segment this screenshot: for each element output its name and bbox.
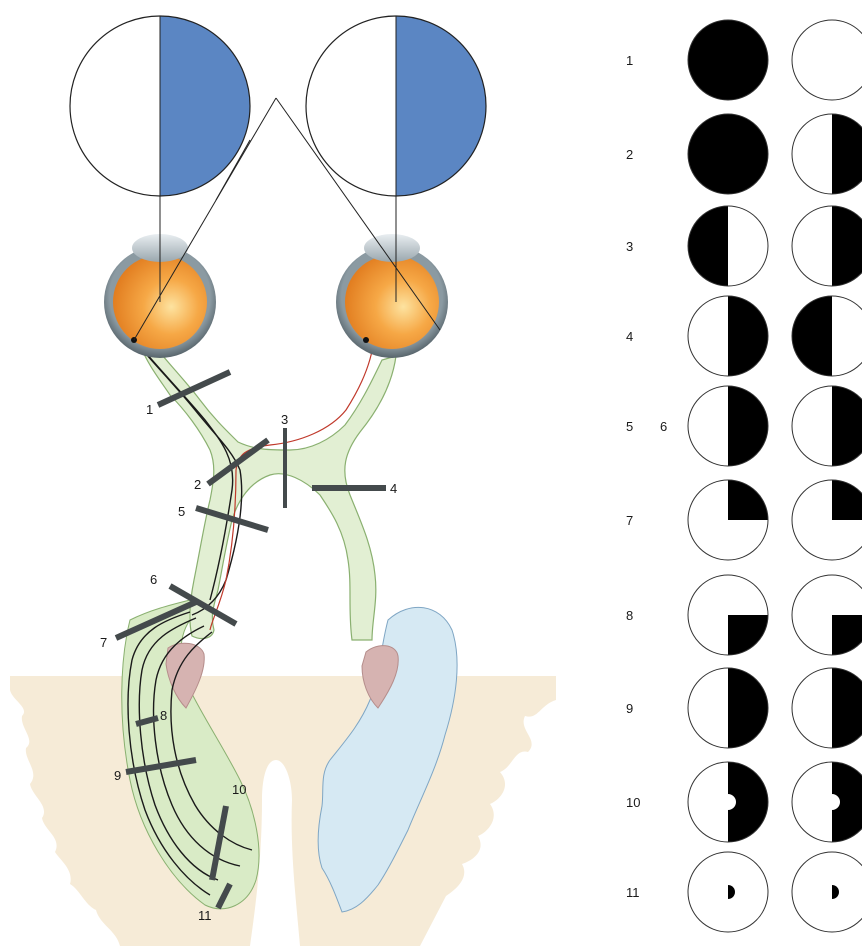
lgn-left <box>165 642 205 709</box>
right-eye-field-circle <box>791 479 862 561</box>
lesion-bar-5 <box>195 505 269 533</box>
deficit-row-label: 10 <box>626 795 640 810</box>
lesion-label-9: 9 <box>114 768 121 783</box>
deficit-row-label: 8 <box>626 608 633 623</box>
lesion-label-11: 11 <box>198 908 212 923</box>
right-eye-field-circle <box>791 574 862 656</box>
lesion-label-4: 4 <box>390 481 397 496</box>
deficit-row-label-extra: 6 <box>660 419 667 434</box>
lesion-bar-2 <box>206 437 270 487</box>
lesion-label-2: 2 <box>194 477 201 492</box>
deficit-row-label: 7 <box>626 513 633 528</box>
right-eye-field-circle <box>791 113 862 195</box>
projection-lines <box>133 97 441 341</box>
deficit-row-label: 3 <box>626 239 633 254</box>
lesion-label-10: 10 <box>232 782 246 797</box>
deficit-row: 9 <box>626 667 862 749</box>
right-visual-field-circle-icon <box>305 15 487 197</box>
lesion-label-7: 7 <box>100 635 107 650</box>
left-eye-field-circle <box>687 574 769 656</box>
deficit-row-label: 4 <box>626 329 633 344</box>
deficit-row-label: 9 <box>626 701 633 716</box>
left-eye-field-circle <box>687 851 769 933</box>
lesion-bar-11 <box>215 882 233 910</box>
left-eye-field-circle <box>687 205 769 287</box>
deficit-row: 11 <box>626 851 862 933</box>
lesion-label-3: 3 <box>281 412 288 427</box>
right-eye-field-circle <box>791 667 862 749</box>
deficit-row: 2 <box>626 113 862 195</box>
left-eye-field-circle <box>687 761 769 843</box>
right-eye-field-circle <box>791 851 862 933</box>
lesion-bar-6 <box>168 583 238 627</box>
left-eye-field-circle <box>687 667 769 749</box>
left-eye-field-circle <box>687 385 769 467</box>
optic-chiasm-and-tracts <box>139 339 397 641</box>
lesion-bar-10 <box>209 805 229 881</box>
cortex-region <box>10 676 556 946</box>
deficit-row: 1 <box>626 19 862 101</box>
lesion-bar-8 <box>135 715 159 727</box>
deficit-row-label: 2 <box>626 147 633 162</box>
deficit-row: 4 <box>626 295 862 377</box>
lesion-label-8: 8 <box>160 708 167 723</box>
lesion-labels: 1 2 3 4 5 6 7 8 9 10 11 <box>100 402 397 923</box>
right-optic-radiation <box>317 606 458 913</box>
lgn-right <box>361 645 399 709</box>
lesion-label-1: 1 <box>146 402 153 417</box>
right-eyeball-icon <box>336 234 448 358</box>
deficit-row: 3 <box>626 205 862 287</box>
left-visual-field-circle-icon <box>69 15 251 197</box>
crossing-fiber-red <box>209 337 375 631</box>
right-eye-field-circle <box>791 295 862 377</box>
lesion-bar-1 <box>156 369 232 408</box>
lesion-label-5: 5 <box>178 504 185 519</box>
deficit-row: 10 <box>626 761 862 843</box>
left-eye-field-circle <box>687 19 769 101</box>
left-eye-field-circle <box>687 295 769 377</box>
lesion-bar-9 <box>125 757 197 775</box>
right-eye-field-circle <box>791 385 862 467</box>
deficit-row-label: 11 <box>626 885 640 900</box>
left-eye-field-circle <box>687 113 769 195</box>
pathway-diagram: 1 2 3 4 5 6 7 8 9 10 11 <box>10 15 556 946</box>
lesion-bar-7 <box>114 599 198 641</box>
right-eye-field-circle <box>791 761 862 843</box>
right-eye-field-circle <box>791 205 862 287</box>
lesion-bars <box>114 369 386 910</box>
deficit-row: 8 <box>626 574 862 656</box>
right-eye-field-circle <box>791 19 862 101</box>
deficit-row-label: 1 <box>626 53 633 68</box>
lesion-label-6: 6 <box>150 572 157 587</box>
deficit-row: 7 <box>626 479 862 561</box>
deficit-row-label: 5 <box>626 419 633 434</box>
left-eye-field-circle <box>687 479 769 561</box>
